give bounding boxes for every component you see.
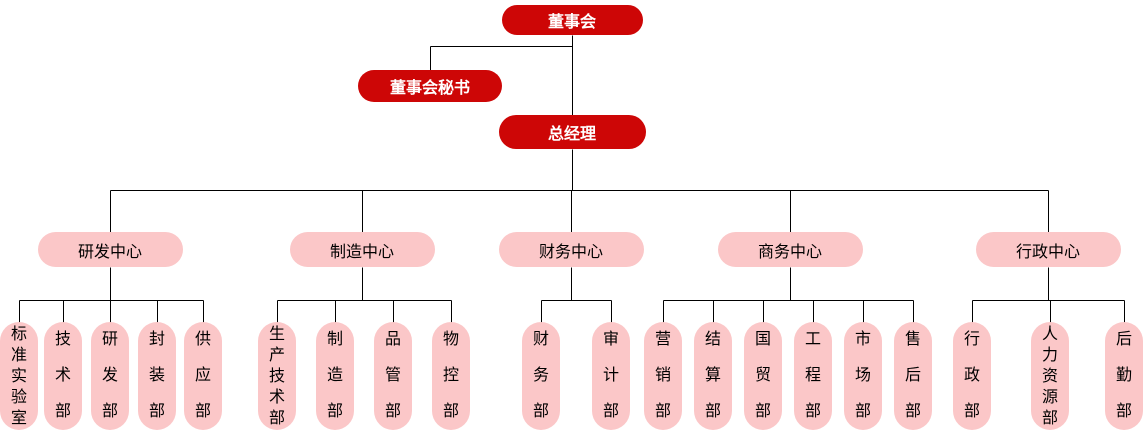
dept-node-0-3[interactable]: 封装部 bbox=[138, 322, 176, 430]
dept-node-0-4[interactable]: 供应部 bbox=[184, 322, 222, 430]
node-board-secretary[interactable]: 董事会秘书 bbox=[358, 70, 502, 102]
dept-node-3-1[interactable]: 结算部 bbox=[694, 322, 732, 430]
node-rd-center[interactable]: 研发中心 bbox=[37, 232, 183, 267]
dept-node-4-0[interactable]: 行政部 bbox=[953, 322, 991, 430]
dept-node-1-3[interactable]: 物控部 bbox=[432, 322, 470, 430]
dept-node-1-1[interactable]: 制造部 bbox=[316, 322, 354, 430]
node-finance-center[interactable]: 财务中心 bbox=[498, 232, 644, 267]
dept-node-1-0[interactable]: 生产技术部 bbox=[258, 322, 296, 430]
node-business-center[interactable]: 商务中心 bbox=[717, 232, 863, 267]
dept-node-3-4[interactable]: 市场部 bbox=[844, 322, 882, 430]
node-board-of-directors[interactable]: 董事会 bbox=[501, 5, 643, 35]
dept-node-0-0[interactable]: 标准实验室 bbox=[0, 322, 38, 430]
dept-node-3-2[interactable]: 国贸部 bbox=[744, 322, 782, 430]
dept-node-0-2[interactable]: 研发部 bbox=[91, 322, 129, 430]
dept-node-4-1[interactable]: 人力资源部 bbox=[1031, 322, 1069, 430]
dept-node-3-5[interactable]: 售后部 bbox=[894, 322, 932, 430]
node-manufacturing-center[interactable]: 制造中心 bbox=[289, 232, 435, 267]
dept-node-2-1[interactable]: 审计部 bbox=[592, 322, 630, 430]
dept-node-3-3[interactable]: 工程部 bbox=[794, 322, 832, 430]
dept-node-2-0[interactable]: 财务部 bbox=[522, 322, 560, 430]
node-administration-center[interactable]: 行政中心 bbox=[975, 232, 1121, 267]
node-general-manager[interactable]: 总经理 bbox=[498, 115, 646, 149]
dept-node-1-2[interactable]: 品管部 bbox=[374, 322, 412, 430]
dept-node-3-0[interactable]: 营销部 bbox=[644, 322, 682, 430]
dept-node-4-2[interactable]: 后勤部 bbox=[1105, 322, 1143, 430]
dept-node-0-1[interactable]: 技术部 bbox=[44, 322, 82, 430]
